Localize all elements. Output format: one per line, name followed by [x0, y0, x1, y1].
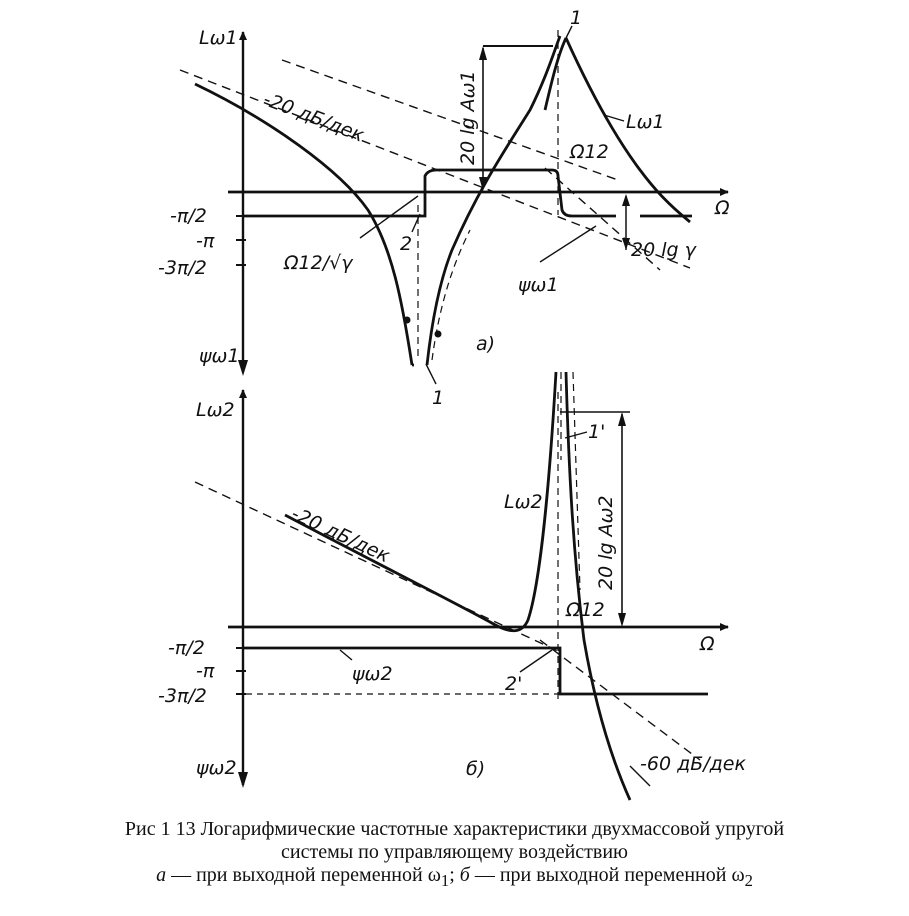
panel-a-marker-2: 2	[400, 233, 412, 255]
panel-b-marker-1p: 1'	[588, 421, 605, 443]
caption-b-letter: б	[459, 864, 470, 886]
panel-a-letter: а)	[476, 333, 495, 355]
panel-a-curve-label: Lω1	[626, 111, 665, 133]
panel-a-amplitude-label: 20 lg Aω1	[457, 70, 479, 165]
panel-b-curve-label: Lω2	[504, 491, 543, 513]
panel-a-y-top-label: Lω1	[199, 27, 238, 49]
panel-a-omega-sqrt-label: Ω12/√γ	[283, 252, 354, 274]
panel-b-leader-2p	[519, 649, 553, 673]
panel-b: Lω2 ψω2 Ω -20 дБ/дек -60 дБ/дек 20 lg Aω…	[158, 371, 746, 801]
panel-b-letter: б)	[466, 758, 485, 780]
panel-b-y-top-label: Lω2	[196, 399, 235, 421]
panel-a-asymptote-right	[544, 167, 661, 271]
panel-a-gamma-arrow-head-top	[622, 194, 630, 206]
panel-b-x-label: Ω	[699, 633, 715, 655]
caption-line-2: системы по управляющему воздействию	[281, 841, 628, 863]
panel-b-vertical-axis-down-arrow	[238, 772, 248, 788]
panel-a-leader-phase	[539, 225, 597, 263]
panel-b-phase-label: ψω2	[352, 663, 393, 685]
panel-a-amp-arrow-head-top	[479, 46, 487, 60]
panel-a-gamma-label: 20 lg γ	[631, 239, 698, 261]
panel-a-dip-dashed-right	[431, 229, 471, 361]
panel-a-leader-omega-sqrt	[359, 195, 419, 239]
panel-b-tick-pi-label: -π	[196, 660, 215, 682]
panel-a-gamma-arrow-head-bottom	[622, 238, 630, 250]
panel-a-tick-pi-label: -π	[196, 230, 215, 252]
panel-a-l-curve-right	[564, 37, 691, 224]
panel-b-leader-60	[629, 765, 651, 787]
caption-line-3: а — при выходной переменной ω1; б — при …	[0, 864, 909, 892]
panel-a-antiresonance-dip	[412, 35, 562, 367]
panel-b-phase-curve	[243, 646, 708, 696]
panel-a-amp-arrow-head-bottom	[479, 177, 487, 191]
panel-a-x-label: Ω	[714, 197, 730, 219]
caption-a-letter: а	[156, 864, 167, 886]
panel-b-tick-3pi2-label: -3π/2	[158, 685, 207, 707]
caption-b-text: — при выходной переменной ω	[469, 864, 745, 886]
panel-a-marker-1-top: 1	[570, 7, 582, 29]
panel-b-slope60-label: -60 дБ/дек	[640, 753, 746, 775]
caption-line-1: Рис 1 13 Логарифмические частотные харак…	[124, 818, 785, 840]
panel-a-tick-pi2-label: -π/2	[170, 205, 207, 227]
panel-a-l-curve-left	[194, 82, 414, 366]
panel-a-omega-label: Ω12	[569, 141, 609, 163]
panel-b-amp-arrow-head-top	[618, 412, 626, 426]
panel-a-y-bottom-label: ψω1	[199, 345, 240, 367]
panel-b-leader-phase	[339, 649, 353, 661]
panel-a-leader-curve	[603, 114, 625, 122]
panel-b-marker-2p: 2'	[505, 673, 522, 695]
panel-a-leader-1-bottom	[425, 363, 437, 385]
panel-b-omega-label: Ω12	[565, 599, 605, 621]
caption-sep: ;	[449, 864, 460, 886]
panel-b-asymptote-20db	[194, 481, 561, 653]
caption-sub-2: 2	[744, 871, 753, 890]
panel-a-point-right	[434, 330, 442, 338]
figure-caption: Рис 1 13 Логарифмические частотные харак…	[0, 818, 909, 892]
panel-a-peak-left-side	[543, 37, 568, 111]
panel-b-l-curve-right	[564, 371, 632, 801]
panel-b-l-curve	[284, 371, 558, 633]
caption-a-text: — при выходной переменной ω	[166, 864, 441, 886]
panel-b-peak-dashed	[560, 371, 581, 591]
panel-a-leader-2	[411, 213, 421, 233]
panel-b-leader-1p	[564, 431, 588, 439]
panel-a-tick-3pi2-label: -3π/2	[158, 257, 207, 279]
panel-a: Lω1 ψω1 Ω -20 дБ/дек 20 lg Aω1 Lω1 ψω1 Ω…	[158, 7, 730, 409]
panel-b-y-bottom-label: ψω2	[196, 757, 237, 779]
panel-b-asymptote-60db	[539, 639, 701, 761]
panel-a-vertical-axis-down-arrow	[238, 360, 248, 376]
panel-a-marker-1-bottom: 1	[432, 387, 444, 409]
panel-b-slope-label: -20 дБ/дек	[288, 503, 394, 568]
panel-a-phase-label: ψω1	[518, 274, 559, 296]
panel-a-phase-curve	[243, 168, 616, 218]
caption-sub-1: 1	[440, 871, 450, 890]
panel-a-point-left	[403, 316, 411, 324]
panel-b-amp-arrow-head-bottom	[618, 613, 626, 627]
panel-a-slope-label: -20 дБ/дек	[260, 88, 367, 147]
panel-b-tick-pi2-label: -π/2	[168, 637, 205, 659]
panel-a-leader-1-top	[565, 25, 573, 39]
panel-b-amplitude-label: 20 lg Aω2	[595, 495, 617, 590]
